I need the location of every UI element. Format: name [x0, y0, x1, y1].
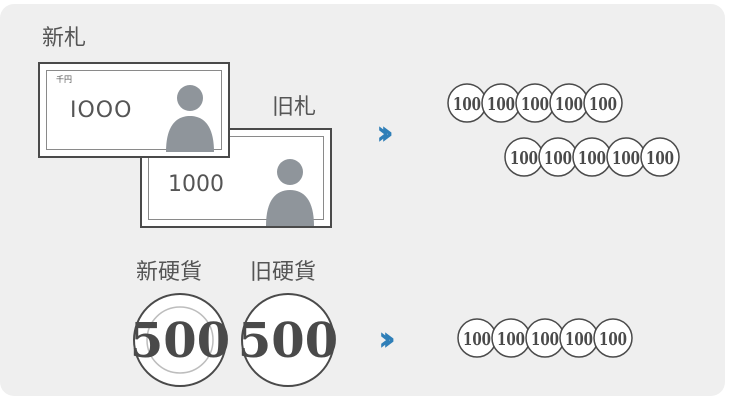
hundred-yen-coins: 100 100 100 100 100 [457, 318, 633, 358]
coin-row-top-2: 100 100 100 100 100 [503, 136, 693, 178]
hundred-yen-value: 100 [578, 148, 606, 169]
new-banknote: 千円 IOOO [38, 62, 230, 158]
person-silhouette-icon [266, 159, 314, 226]
coin-row-bottom: 100 100 100 100 100 [456, 317, 646, 359]
hundred-yen-coins: 100 100 100 100 100 [504, 137, 680, 177]
hundred-yen-value: 100 [589, 94, 617, 115]
hundred-yen-value: 100 [555, 94, 583, 115]
arrow-right-icon: ›› [376, 113, 394, 153]
old-coin-label: 旧硬貨 [250, 260, 317, 285]
hundred-yen-value: 100 [612, 148, 640, 169]
hundred-yen-coin [640, 137, 680, 177]
hundred-yen-coin [593, 318, 633, 358]
hundred-yen-value: 100 [521, 94, 549, 115]
new-500-yen-coin: 500 [130, 293, 230, 387]
person-silhouette-icon [166, 85, 214, 152]
old-500-yen-value: 500 [238, 313, 338, 369]
old-500-yen-coin: 500 [238, 293, 338, 387]
new-note-label: 新札 [42, 26, 87, 51]
old-banknote-frame [148, 136, 324, 220]
old-banknote-amount: 1000 [168, 172, 224, 197]
hundred-yen-value: 100 [497, 329, 525, 350]
hundred-yen-value: 100 [453, 94, 481, 115]
hundred-yen-value: 100 [544, 148, 572, 169]
new-coin-label: 新硬貨 [136, 260, 203, 285]
new-banknote-denomination: 千円 [56, 75, 72, 84]
new-banknote-frame [46, 70, 222, 150]
hundred-yen-value: 100 [487, 94, 515, 115]
hundred-yen-coins: 100 100 100 100 100 [447, 83, 623, 123]
old-note-label: 旧札 [272, 95, 317, 120]
hundred-yen-value: 100 [510, 148, 538, 169]
new-banknote-amount: IOOO [70, 98, 133, 123]
arrow-right-icon: ›› [378, 319, 396, 359]
hundred-yen-coin [583, 83, 623, 123]
hundred-yen-value: 100 [646, 148, 674, 169]
hundred-yen-value: 100 [599, 329, 627, 350]
hundred-yen-value: 100 [565, 329, 593, 350]
new-500-yen-value: 500 [130, 313, 230, 369]
hundred-yen-value: 100 [463, 329, 491, 350]
coin-row-top-1: 100 100 100 100 100 [446, 82, 636, 124]
hundred-yen-value: 100 [531, 329, 559, 350]
